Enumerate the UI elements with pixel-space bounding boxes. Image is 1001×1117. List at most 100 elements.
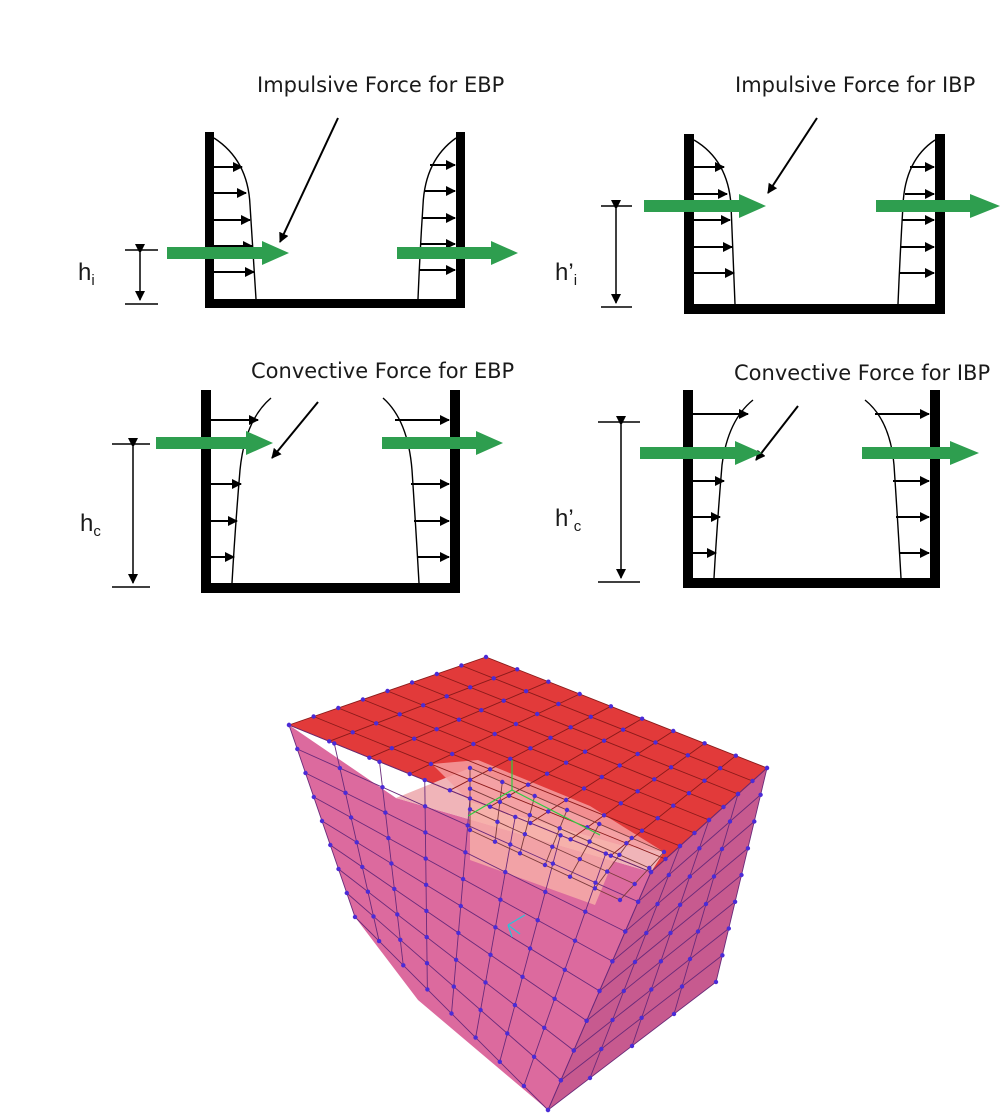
mesh-node: [467, 796, 473, 801]
mesh-node: [568, 837, 573, 842]
mesh-node: [572, 938, 578, 943]
mesh-node: [587, 839, 592, 844]
height-label: hc: [80, 510, 101, 540]
mesh-node: [617, 852, 622, 857]
mesh-node: [671, 728, 676, 734]
mesh-node: [610, 959, 615, 964]
mesh-node: [365, 889, 371, 894]
mesh-node: [655, 901, 660, 907]
mesh-node: [497, 1059, 502, 1065]
mesh-node: [577, 856, 582, 862]
mesh-node: [513, 721, 519, 727]
mesh-node: [564, 807, 570, 813]
mesh-node: [556, 701, 561, 707]
mesh-node: [360, 697, 366, 702]
mesh-node: [319, 818, 325, 824]
mesh-node: [389, 861, 394, 866]
mesh-node: [605, 869, 610, 874]
mesh-node: [493, 925, 498, 930]
pointer-arrow: [767, 117, 818, 194]
pressure-curve: [213, 137, 257, 300]
mesh-node: [503, 869, 508, 875]
mesh-node: [467, 786, 473, 791]
mesh-node: [352, 914, 358, 920]
mesh-node: [495, 819, 500, 824]
mesh-node: [639, 828, 645, 833]
height-label: h’c: [555, 505, 582, 535]
mesh-node: [467, 777, 473, 782]
tank-section: [684, 134, 945, 314]
mesh-node: [548, 735, 553, 740]
mesh-node: [655, 816, 660, 821]
mesh-node: [687, 956, 693, 962]
mesh-line: [436, 673, 739, 795]
mesh-node: [468, 685, 473, 690]
mesh-node: [456, 717, 462, 722]
resultant-force-arrow: [876, 194, 1000, 218]
mesh-node: [582, 749, 588, 754]
mesh-node: [587, 1075, 593, 1081]
mesh-node: [648, 869, 654, 875]
panel-title: Impulsive Force for IBP: [735, 73, 975, 97]
mesh-line: [411, 682, 724, 808]
mesh-node: [303, 770, 308, 776]
mesh-node: [542, 862, 548, 868]
mesh-node: [354, 840, 359, 845]
mesh-node: [397, 712, 402, 717]
mesh-node: [621, 988, 626, 994]
mesh-node: [750, 778, 755, 784]
mesh-node: [652, 777, 657, 782]
mesh-node: [557, 826, 562, 831]
mesh-node: [726, 926, 731, 931]
mesh-node: [488, 952, 493, 957]
mesh-node: [360, 864, 365, 870]
mesh-node: [467, 765, 473, 771]
mesh-node: [545, 1107, 551, 1113]
mesh-node: [558, 1078, 564, 1083]
mesh-node: [508, 842, 513, 847]
mesh-node: [663, 856, 668, 862]
mesh-node: [739, 872, 744, 878]
pointer-arrow: [271, 401, 319, 459]
panel-title: Convective Force for IBP: [734, 361, 990, 385]
mesh-node: [702, 778, 707, 783]
mesh-line: [461, 665, 753, 782]
mesh-node: [398, 937, 403, 942]
pressure-arrows-left: [211, 415, 259, 562]
mesh-node: [567, 874, 573, 879]
mesh-node: [679, 984, 685, 989]
mesh-line: [494, 781, 503, 842]
mesh-node: [686, 791, 692, 796]
panel-impulsive-ebp: Impulsive Force for EBP: [78, 73, 518, 308]
mesh-node: [758, 792, 763, 797]
mesh-node: [371, 914, 376, 919]
mesh-line: [619, 851, 665, 901]
mesh-node: [599, 1046, 604, 1052]
mesh-node: [401, 963, 406, 968]
mesh-node: [668, 765, 674, 770]
mesh-node: [711, 874, 717, 879]
resultant-force-arrow: [167, 241, 289, 265]
mesh-node: [458, 903, 463, 909]
mesh-node: [311, 714, 316, 719]
mesh-node: [671, 803, 676, 808]
resultant-force-arrow: [397, 241, 518, 265]
mesh-node: [721, 804, 726, 810]
mesh-node: [424, 934, 429, 940]
mesh-node: [498, 897, 503, 902]
mesh-node: [735, 791, 741, 797]
mesh-node: [386, 835, 391, 841]
mesh-node: [584, 1018, 589, 1023]
mesh-node: [653, 740, 658, 745]
height-dimension: [598, 416, 640, 583]
mesh-node: [618, 801, 623, 806]
pressure-arrows-left: [693, 409, 749, 558]
mesh-node: [412, 736, 417, 741]
mesh-node: [552, 996, 557, 1001]
mesh-node: [525, 782, 531, 787]
mesh-node: [752, 819, 757, 824]
pressure-curve: [897, 139, 936, 305]
mesh-node: [336, 705, 341, 711]
mesh-node: [350, 730, 355, 735]
